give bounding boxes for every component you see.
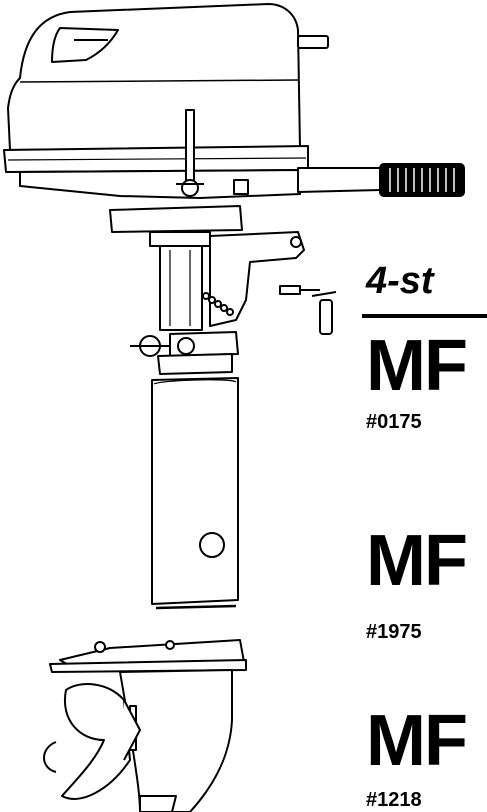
heading-divider xyxy=(362,314,487,318)
engine-type-heading: 4-st xyxy=(366,260,434,302)
engine-cowling xyxy=(7,3,301,151)
model-name: MF xyxy=(366,326,468,406)
serial-number: #0175 xyxy=(366,411,422,433)
serial-number: #1975 xyxy=(366,621,422,643)
model-name: MF xyxy=(366,701,468,781)
model-name: MF xyxy=(366,521,468,601)
serial-number: #1218 xyxy=(366,789,422,811)
